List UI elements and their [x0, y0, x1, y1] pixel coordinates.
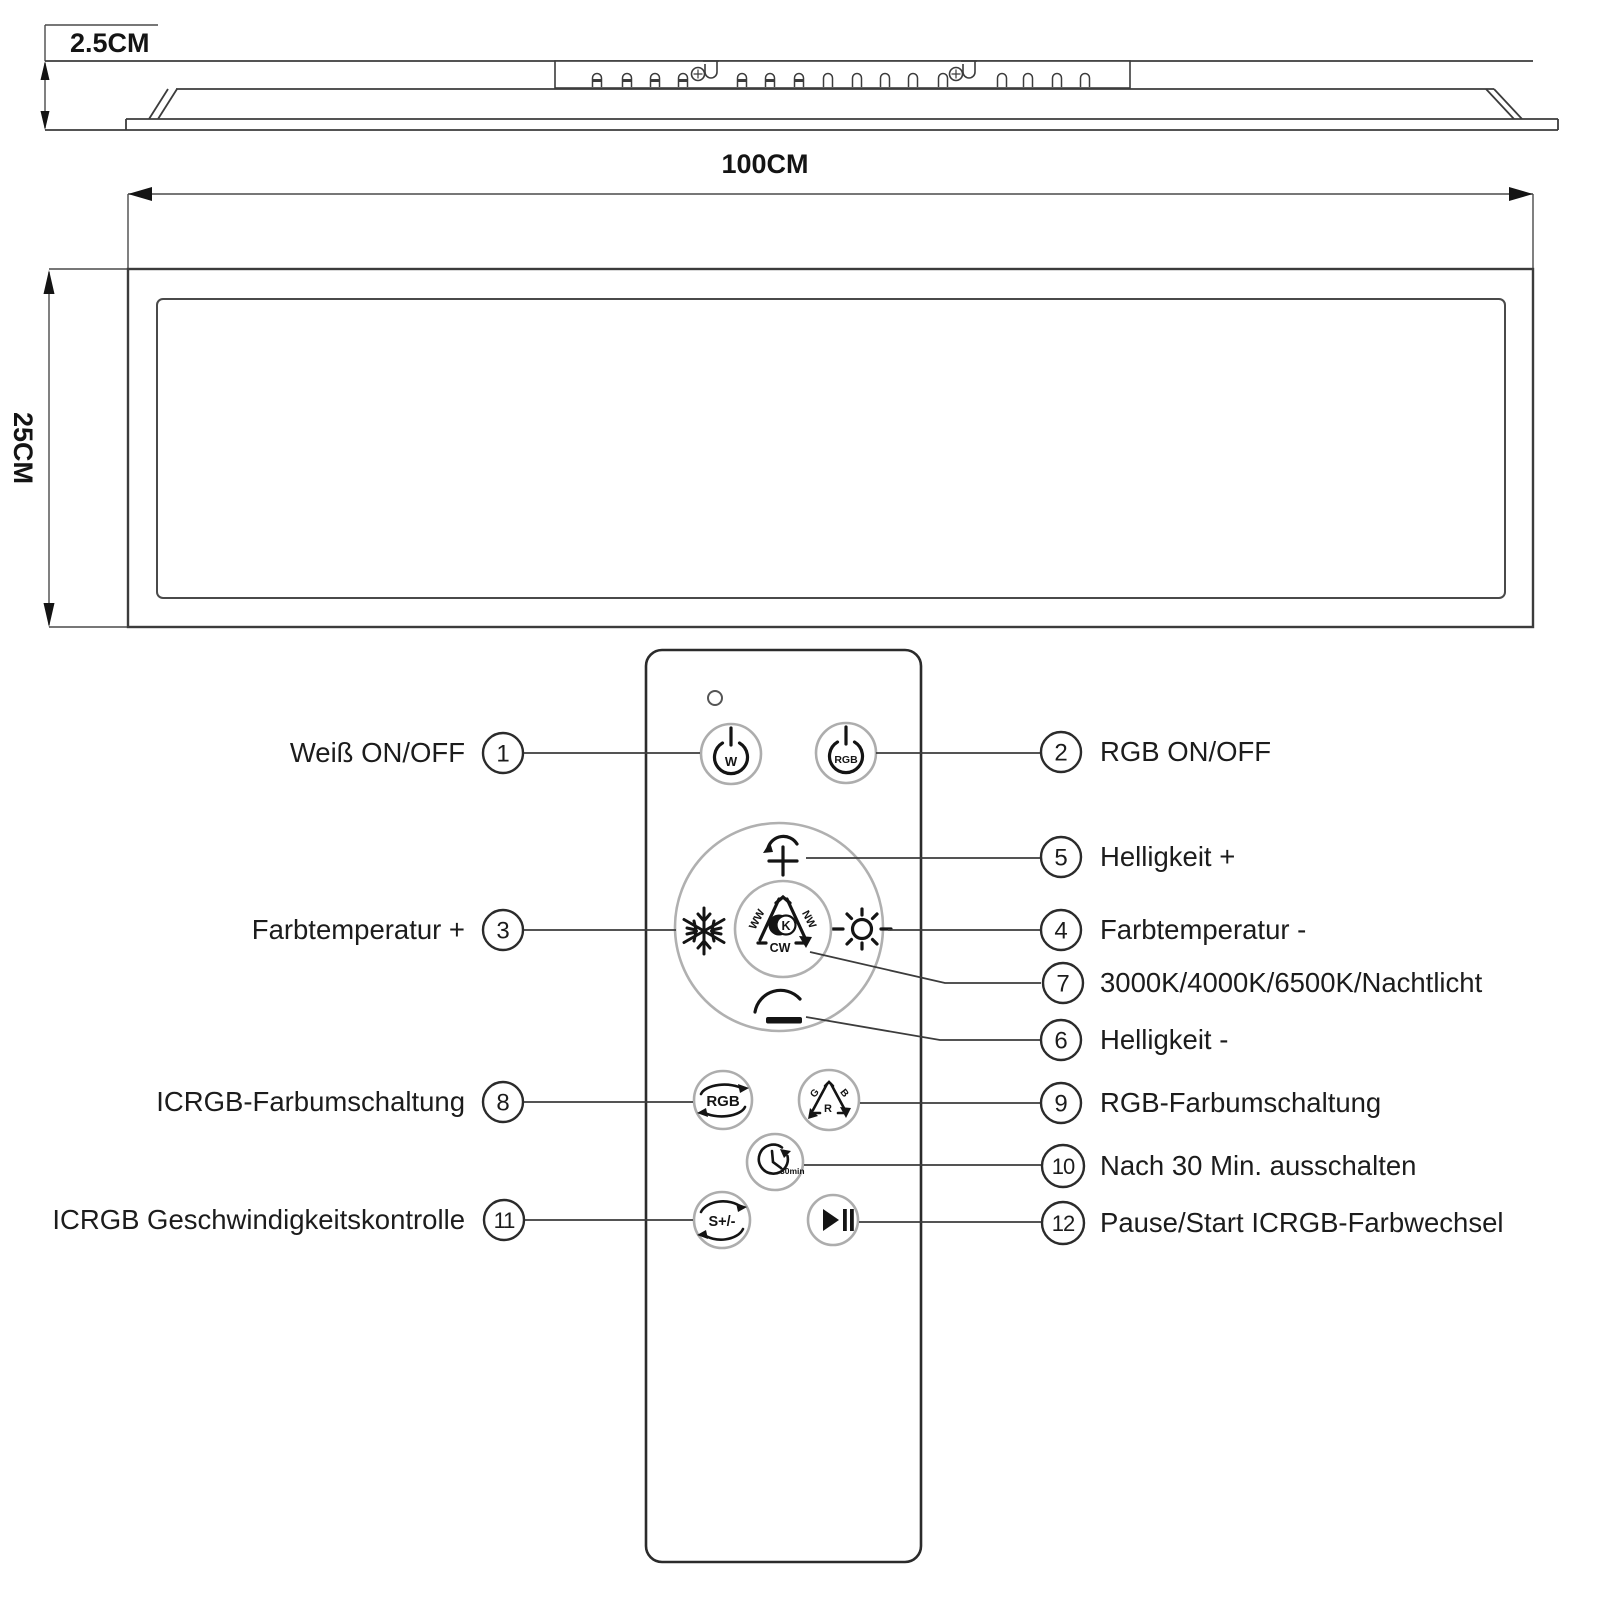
timer-30min-button: 30min: [745, 1132, 805, 1192]
control-pad: K WW NW CW: [673, 821, 893, 1033]
mounting-bracket: [948, 60, 977, 82]
callout-4-farbtemperatur-minus: 4 Farbtemperatur -: [1039, 908, 1306, 952]
callout-6-helligkeit-minus: 6 Helligkeit -: [1039, 1018, 1228, 1062]
callout-number: 5: [1054, 845, 1067, 872]
callout-number: 7: [1056, 971, 1069, 998]
rgb-power-label: RGB: [834, 754, 858, 766]
callout-lines: [523, 752, 1043, 1223]
remote-body: [644, 648, 923, 1564]
panel-side-view: 2.5CM: [40, 24, 1559, 131]
r-label: R: [824, 1103, 832, 1115]
callout-label: Helligkeit +: [1100, 841, 1235, 872]
callout-10-timer: 10 Nach 30 Min. ausschalten: [1040, 1143, 1416, 1189]
callout-number: 3: [496, 918, 509, 945]
callouts-right: 2 RGB ON/OFF 5 Helligkeit + 4 Farbtemper…: [1039, 730, 1503, 1246]
remote-control: W RGB: [644, 648, 923, 1564]
rgb-triangle-button: G B R: [797, 1068, 861, 1132]
brightness-up-icon: [763, 834, 799, 877]
callout-label: RGB-Farbumschaltung: [1100, 1087, 1381, 1118]
callout-number: 6: [1054, 1028, 1067, 1055]
callout-label: Weiß ON/OFF: [290, 737, 465, 768]
callout-label: RGB ON/OFF: [1100, 736, 1271, 767]
panel-front-view: 100CM 25CM: [8, 149, 1535, 629]
white-power-label: W: [725, 754, 738, 769]
callout-label: Pause/Start ICRGB-Farbwechsel: [1100, 1207, 1503, 1238]
ir-led-indicator: [707, 690, 723, 706]
mounting-slots: [591, 72, 1091, 87]
width-dimension-label: 100CM: [721, 149, 808, 179]
play-pause-icon: [823, 1209, 854, 1231]
panel-body-profile: [45, 88, 1559, 131]
callout-number: 1: [496, 741, 509, 768]
callout-8-icrgb-farbumschaltung: ICRGB-Farbumschaltung 8: [156, 1080, 525, 1124]
callout-label: 3000K/4000K/6500K/Nachtlicht: [1100, 967, 1483, 998]
callout-number: 10: [1052, 1154, 1075, 1179]
brightness-down-icon: [753, 988, 802, 1024]
depth-dimension-label: 25CM: [8, 412, 38, 484]
callout-label: Nach 30 Min. ausschalten: [1100, 1150, 1416, 1181]
callout-number: 2: [1054, 740, 1067, 767]
callout-number: 9: [1054, 1091, 1067, 1118]
power-icon: [827, 725, 865, 775]
callout-3-farbtemperatur-plus: Farbtemperatur + 3: [252, 908, 525, 952]
cool-white-label: CW: [770, 941, 791, 955]
callout-12-pause-start: 12 Pause/Start ICRGB-Farbwechsel: [1040, 1200, 1503, 1246]
kelvin-label: K: [781, 919, 790, 933]
panel-light-surface: [156, 298, 1506, 599]
mounting-bracket: [690, 60, 719, 82]
callout-label: ICRGB-Farbumschaltung: [156, 1086, 465, 1117]
snowflake-icon: [682, 906, 726, 956]
callout-2-rgb-on-off: 2 RGB ON/OFF: [1039, 730, 1271, 774]
icrgb-cycle-button: RGB: [692, 1069, 754, 1131]
cycle-arrows-icon: [697, 1200, 747, 1241]
power-icon: [712, 726, 750, 776]
rgb-triangle-icon: G B R: [808, 1080, 851, 1119]
callout-11-icrgb-geschwindigkeitskontrolle: ICRGB Geschwindigkeitskontrolle 11: [52, 1198, 526, 1242]
callout-7-kelvin-stufen: 7 3000K/4000K/6500K/Nachtlicht: [1041, 961, 1483, 1005]
callout-number: 8: [496, 1090, 509, 1117]
callouts-left: Weiß ON/OFF 1 Farbtemperatur + 3 ICRGB-F…: [52, 731, 526, 1242]
play-pause-button: [806, 1193, 860, 1247]
speed-control-button: S+/-: [692, 1190, 752, 1250]
height-dimension-label: 2.5CM: [70, 28, 150, 58]
icrgb-cycle-label: RGB: [706, 1093, 740, 1110]
sun-icon: [831, 907, 893, 951]
callout-1-weiss-on-off: Weiß ON/OFF 1: [290, 731, 525, 775]
speed-label: S+/-: [709, 1214, 736, 1230]
callout-number: 12: [1052, 1211, 1075, 1236]
callout-number: 11: [494, 1208, 516, 1233]
callout-9-rgb-farbumschaltung: 9 RGB-Farbumschaltung: [1039, 1081, 1381, 1125]
mounting-rail: [554, 60, 1131, 89]
timer-label: 30min: [780, 1166, 805, 1176]
callout-label: Helligkeit -: [1100, 1024, 1228, 1055]
callout-label: ICRGB Geschwindigkeitskontrolle: [52, 1204, 465, 1235]
callout-label: Farbtemperatur +: [252, 914, 465, 945]
cycle-arrows-icon: [697, 1083, 749, 1118]
callout-number: 4: [1054, 918, 1067, 945]
kelvin-mode-button: K WW NW CW: [733, 879, 833, 979]
callout-label: Farbtemperatur -: [1100, 914, 1306, 945]
callout-5-helligkeit-plus: 5 Helligkeit +: [1039, 835, 1235, 879]
timer-icon: [757, 1143, 791, 1175]
white-power-button: W: [699, 722, 763, 786]
rgb-power-button: RGB: [814, 721, 878, 785]
